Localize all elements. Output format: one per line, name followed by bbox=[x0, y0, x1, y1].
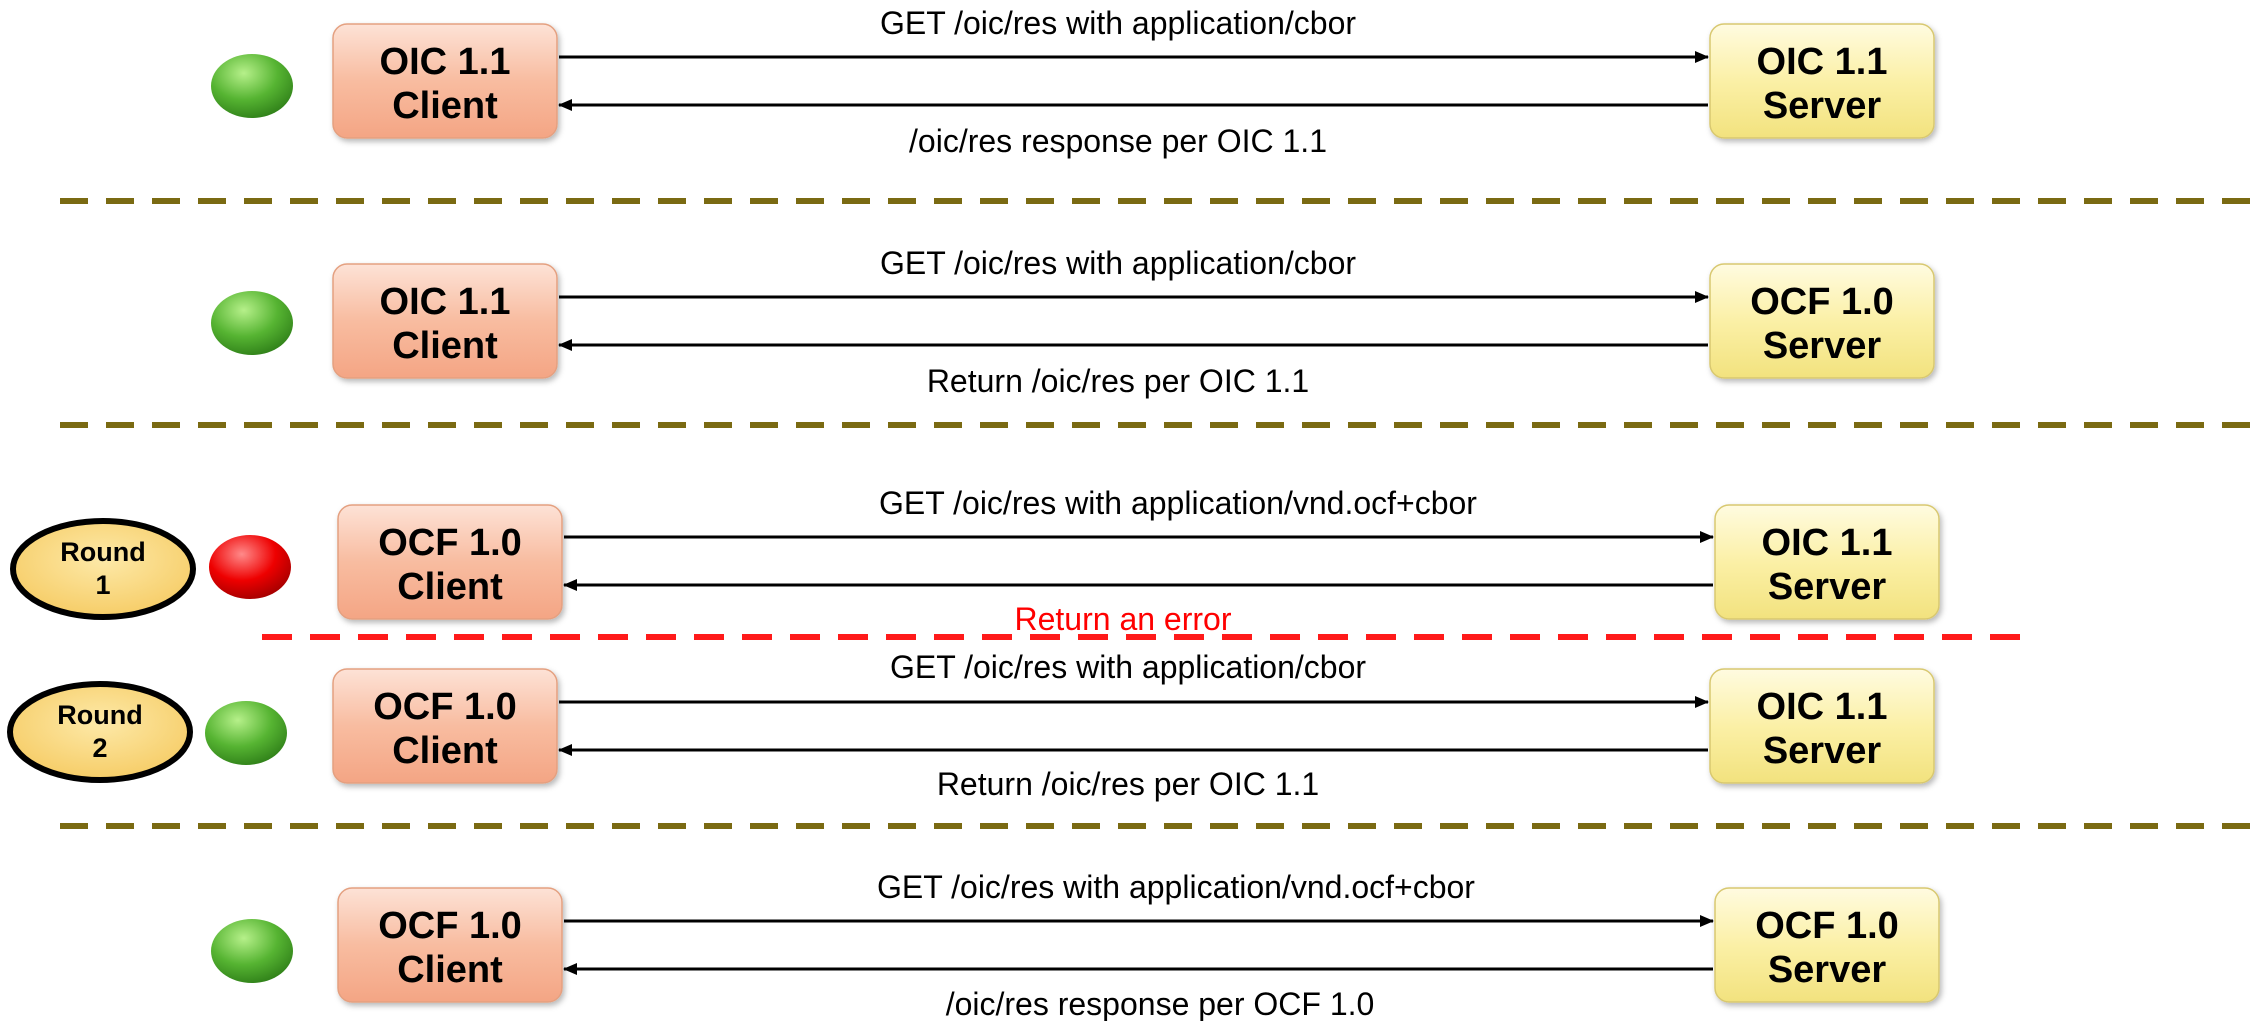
client-label-line1: OCF 1.0 bbox=[378, 522, 522, 564]
client-label-line2: Client bbox=[397, 566, 503, 608]
client-label-line2: Client bbox=[392, 325, 498, 367]
round-badge-label-line1: Round bbox=[60, 537, 145, 567]
server-label-line1: OIC 1.1 bbox=[1757, 41, 1888, 83]
request-label: GET /oic/res with application/cbor bbox=[880, 245, 1356, 281]
client-label-line1: OIC 1.1 bbox=[380, 281, 511, 323]
request-label: GET /oic/res with application/vnd.ocf+cb… bbox=[879, 485, 1477, 521]
error-label: Return an error bbox=[1015, 601, 1232, 637]
client-node bbox=[337, 887, 563, 1003]
client-label-line1: OIC 1.1 bbox=[380, 41, 511, 83]
scenario-2: OIC 1.1 Client OCF 1.0 Server GET /oic/r… bbox=[211, 245, 1935, 399]
response-label: Return /oic/res per OIC 1.1 bbox=[937, 766, 1319, 802]
server-label-line2: Server bbox=[1768, 949, 1887, 991]
client-node bbox=[337, 504, 563, 620]
status-fail-icon bbox=[209, 535, 291, 599]
round-badge-label-line2: 1 bbox=[95, 570, 110, 600]
status-ok-icon bbox=[211, 54, 293, 118]
server-label-line2: Server bbox=[1763, 85, 1882, 127]
client-label-line1: OCF 1.0 bbox=[378, 905, 522, 947]
server-label-line1: OIC 1.1 bbox=[1762, 522, 1893, 564]
round-badge-label-line1: Round bbox=[57, 700, 142, 730]
status-ok-icon bbox=[205, 701, 287, 765]
status-ok-icon bbox=[211, 919, 293, 983]
response-label: /oic/res response per OCF 1.0 bbox=[946, 986, 1375, 1021]
server-label-line1: OCF 1.0 bbox=[1750, 281, 1894, 323]
status-ok-icon bbox=[211, 291, 293, 355]
server-label-line2: Server bbox=[1768, 566, 1887, 608]
response-label: Return /oic/res per OIC 1.1 bbox=[927, 363, 1309, 399]
request-label: GET /oic/res with application/cbor bbox=[880, 5, 1356, 41]
scenario-4-round-2: Round 2 OCF 1.0 Client OIC 1.1 Server GE… bbox=[7, 649, 1935, 802]
scenario-5: OCF 1.0 Client OCF 1.0 Server GET /oic/r… bbox=[211, 869, 1940, 1021]
server-node bbox=[1709, 23, 1935, 139]
server-node bbox=[1714, 504, 1940, 620]
scenario-1: OIC 1.1 Client OIC 1.1 Server GET /oic/r… bbox=[211, 5, 1935, 159]
client-node bbox=[332, 23, 558, 139]
server-node bbox=[1714, 887, 1940, 1003]
server-label-line2: Server bbox=[1763, 325, 1882, 367]
round-badge-label-line2: 2 bbox=[92, 733, 107, 763]
server-label-line1: OIC 1.1 bbox=[1757, 686, 1888, 728]
server-node bbox=[1709, 668, 1935, 784]
round-badge bbox=[7, 681, 193, 783]
scenario-3-round-1: Round 1 OCF 1.0 Client OIC 1.1 Server GE… bbox=[10, 485, 1940, 637]
client-label-line2: Client bbox=[392, 730, 498, 772]
server-node bbox=[1709, 263, 1935, 379]
client-node bbox=[332, 263, 558, 379]
round-badge bbox=[10, 518, 196, 620]
request-label: GET /oic/res with application/vnd.ocf+cb… bbox=[877, 869, 1475, 905]
server-label-line1: OCF 1.0 bbox=[1755, 905, 1899, 947]
client-label-line1: OCF 1.0 bbox=[373, 686, 517, 728]
client-node bbox=[332, 668, 558, 784]
client-label-line2: Client bbox=[397, 949, 503, 991]
response-label: /oic/res response per OIC 1.1 bbox=[909, 123, 1327, 159]
client-label-line2: Client bbox=[392, 85, 498, 127]
request-label: GET /oic/res with application/cbor bbox=[890, 649, 1366, 685]
server-label-line2: Server bbox=[1763, 730, 1882, 772]
